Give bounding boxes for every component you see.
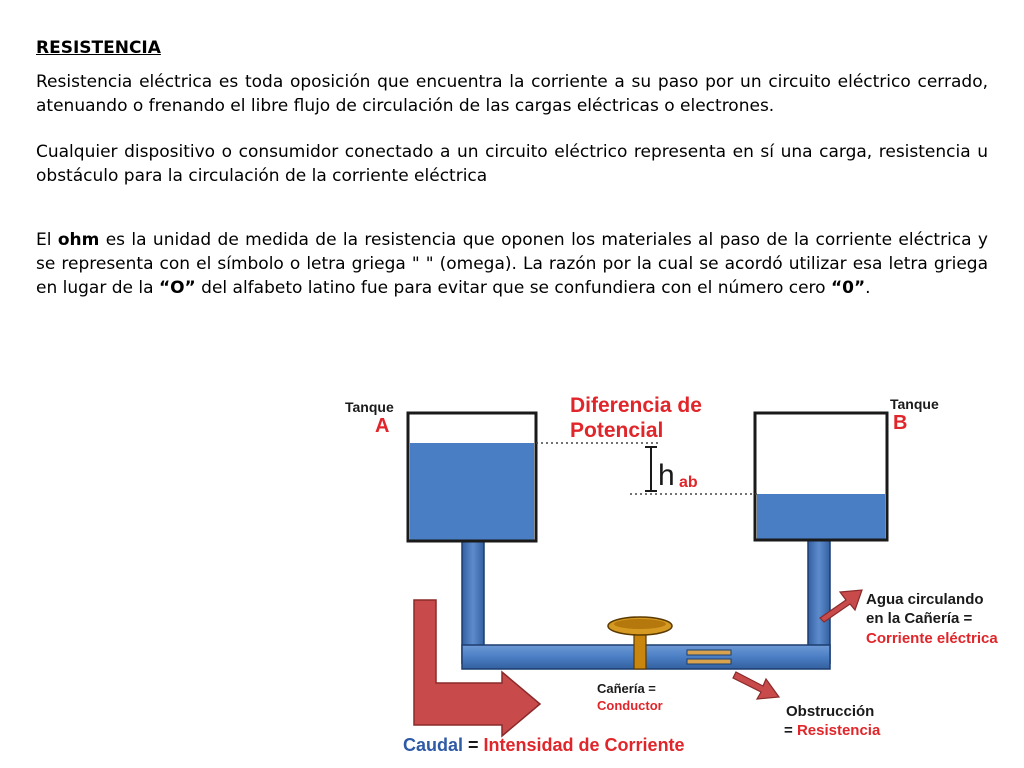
pipe-label-line2: Conductor xyxy=(597,698,663,713)
flow-label: Caudal = Intensidad de Corriente xyxy=(403,735,685,755)
text-content: RESISTENCIA Resistencia eléctrica es tod… xyxy=(36,36,988,300)
tank-a-water xyxy=(410,443,534,540)
obstruction-arrow-icon xyxy=(732,671,781,700)
letter-o-bold: “O” xyxy=(158,278,196,298)
flow-arrow-icon xyxy=(413,599,542,738)
water-label-line3: Corriente eléctrica xyxy=(866,630,998,647)
zero-bold: “0” xyxy=(830,278,866,298)
height-symbol: h xyxy=(658,459,675,492)
pipe-label-line1: Cañería = xyxy=(597,681,656,696)
paragraph-load: Cualquier dispositivo o consumidor conec… xyxy=(36,142,988,186)
obstruction-label-line2: = Resistencia xyxy=(784,722,881,739)
ohm-bold-word: ohm xyxy=(57,230,100,250)
tank-b-water xyxy=(757,494,885,539)
obstruction-label-line1: Obstrucción xyxy=(786,703,874,720)
ohm-text-1: El xyxy=(36,230,58,250)
tank-b-letter: B xyxy=(893,412,907,434)
page-title: RESISTENCIA xyxy=(36,38,161,58)
paragraph-ohm: El ohm es la unidad de medida de la resi… xyxy=(36,228,988,300)
tank-a-letter: A xyxy=(375,415,389,437)
potential-title-line1: Diferencia de xyxy=(570,394,702,417)
obstruction-icon xyxy=(686,649,732,665)
tank-b-outline xyxy=(753,411,889,542)
paragraph-definition: Resistencia eléctrica es toda oposición … xyxy=(36,72,988,116)
ohm-text-2: es la unidad de medida de la resistencia… xyxy=(36,230,988,298)
valve-icon xyxy=(607,616,673,670)
tank-a xyxy=(406,411,538,543)
water-arrow-icon xyxy=(819,589,863,623)
tank-a-label: Tanque xyxy=(345,399,394,415)
ohm-text-4: . xyxy=(865,278,871,298)
tank-b-label: Tanque xyxy=(890,396,939,412)
ohm-text-3: del alfabeto latino fue para evitar que … xyxy=(195,278,831,298)
tank-b xyxy=(753,411,889,542)
water-label-line2: en la Cañería = xyxy=(866,610,973,627)
potential-title-line2: Potencial xyxy=(570,419,663,442)
height-subscript: ab xyxy=(679,474,698,491)
water-label-line1: Agua circulando xyxy=(866,591,984,608)
tank-a-outline xyxy=(406,411,538,543)
